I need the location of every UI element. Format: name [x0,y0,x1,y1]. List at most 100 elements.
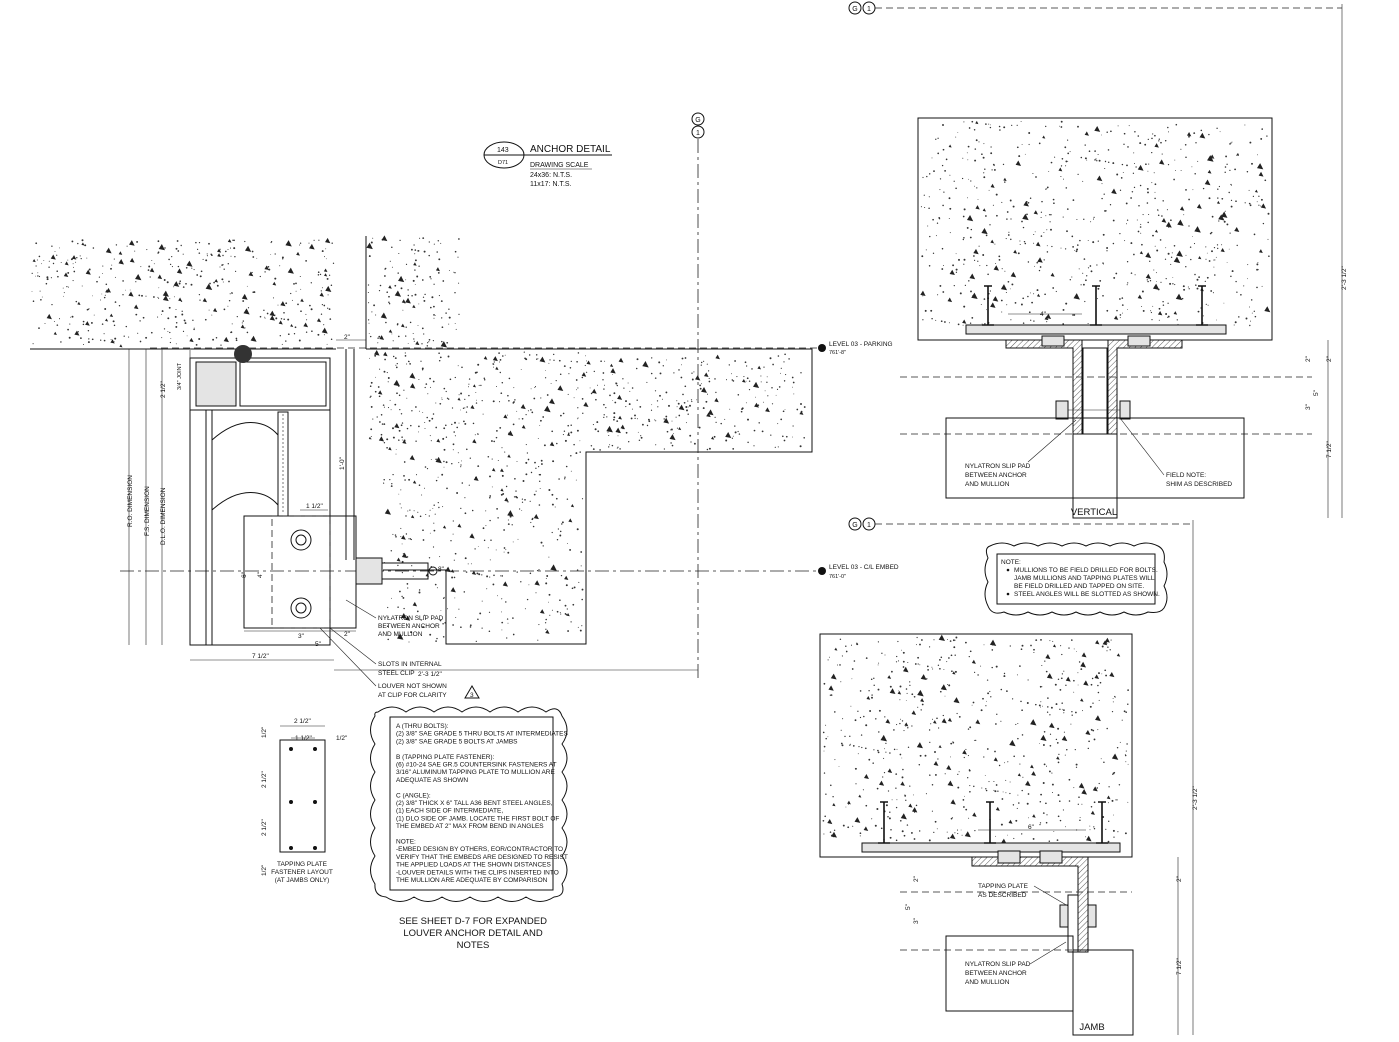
note-line: -EMBED DESIGN BY OTHERS, EOR/CONTRACTOR … [396,846,563,853]
vert-dim-total: 2'-3 1/2" [1341,266,1348,290]
note-line: (6) #10-24 SAE GR.5 COUNTERSINK FASTENER… [396,762,557,769]
vert-nylatron-3: AND MULLION [965,481,1010,488]
fl-dim-v1: 2 1/2" [261,771,268,788]
detail-title: ANCHOR DETAIL [530,144,611,155]
dim-3: 3" [298,633,305,640]
jamb-tapping-1: TAPPING PLATE [978,883,1029,890]
grid-letter: G [695,117,700,124]
dim-joint: 3/4" JOINT [177,362,183,390]
scale-24x36: 24x36: N.T.S. [530,172,572,179]
fl-caption-2: FASTENER LAYOUT [271,869,333,876]
jamb-dim-7half: 7 1/2" [1176,958,1183,975]
vert-dim-2b: 2" [1326,355,1333,362]
grid-bubble-plan: G 1 [691,112,705,139]
jamb-nylatron-1: NYLATRON SLIP PAD [965,961,1031,968]
note-line: (1) DLO SIDE OF JAMB. LOCATE THE FIRST B… [396,815,559,822]
dim-1ft: 1'-0" [339,456,346,470]
vert-field-1: FIELD NOTE: [1166,472,1206,479]
dim-2b: 2" [344,631,351,638]
field-note-box: NOTE: MULLIONS TO BE FIELD DRILLED FOR B… [984,542,1168,616]
dim-1half: 1 1/2" [306,503,323,510]
note-line: THE MULLION ARE ADEQUATE BY COMPARISON [396,877,548,884]
jamb-dim-6: 6" [1028,824,1035,831]
dim-ro: R.O. DIMENSION [127,475,134,527]
plan-labels: NYLATRON SLIP PAD BETWEEN ANCHOR AND MUL… [319,599,480,699]
jamb-dim-3: 3" [913,917,920,924]
grid-letter: G [852,6,857,13]
fl-dim-width: 2 1/2" [294,718,311,725]
note-line: (2) 3/8" THICK X 6" TALL A36 BENT STEEL … [396,800,553,807]
notes-box: A (THRU BOLTS):(2) 3/8" SAE GRADE 5 THRU… [370,706,568,902]
jamb-nylatron-2: BETWEEN ANCHOR [965,970,1027,977]
level-parking-elev: 761'-8" [829,350,846,356]
label-slots-line1: SLOTS IN INTERNAL [378,661,442,668]
note-line: VERIFY THAT THE EMBEDS ARE DESIGNED TO R… [396,854,568,861]
see-sheet-line2: LOUVER ANCHOR DETAIL AND [403,928,543,939]
note-line: A (THRU BOLTS): [396,723,449,730]
grid-bubble-top: G 1 [848,1,876,15]
scale-11x17: 11x17: N.T.S. [530,181,572,188]
revision-tag: 3 [470,692,474,699]
note-line: 3/16" ALUMINUM TAPPING PLATE TO MULLION … [396,769,556,776]
vert-dim-5: 5" [1313,389,1320,396]
concrete-slab-plan [366,348,813,645]
label-nylatron-line2: BETWEEN ANCHOR [378,623,440,630]
concrete-slab-vertical [917,117,1273,341]
vertical-caption: VERTICAL [1071,507,1117,518]
dim-dlo: D.L.O. DIMENSION [160,487,167,545]
vert-nylatron-2: BETWEEN ANCHOR [965,472,1027,479]
vert-dim-3: 3" [1305,403,1312,410]
dim-2half: 2 1/2" [160,381,167,398]
fl-dim-half-t: 1/2" [261,726,268,738]
dim-fs: F.S. DIMENSION [144,486,151,536]
fl-caption-3: (AT JAMBS ONLY) [275,877,330,884]
grid-number: 1 [696,130,700,137]
level-embed-label: LEVEL 03 - C/L EMBED [829,564,899,571]
label-nylatron-line3: AND MULLION [378,631,423,638]
jamb-tapping-2: AS DESCRIBED [978,892,1027,899]
note-line [396,785,398,792]
note-line: THE APPLIED LOADS AT THE SHOWN DISTANCES [396,862,551,869]
jamb-section: 6" 2'-3 1/2" 2" 2" 3" 5" 7 1/2" TAPPING … [820,786,1199,1036]
jamb-dim-total: 2'-3 1/2" [1192,786,1199,810]
level-embed: LEVEL 03 - C/L EMBED 761'-0" [120,564,899,580]
jamb-dim-2a: 2" [913,875,920,882]
vertical-section: 4" 2'-3 1/2" 2" 2" 3" 5" 7 1/2" NYLATRON… [900,266,1348,519]
jamb-dim-2b: 2" [1176,875,1183,882]
fl-dim-half-b: 1/2" [261,864,268,876]
dim-8: 8" [438,566,445,573]
see-sheet-line3: NOTES [457,940,490,951]
grid-bubble-jamb: G 1 [848,517,876,531]
field-note-heading: NOTE: [1001,559,1021,566]
vert-dim-7half: 7 1/2" [1326,441,1333,458]
bullet-dot [1006,568,1010,572]
label-louver-line2: AT CLIP FOR CLARITY [378,692,447,699]
vert-dim-2a: 2" [1305,355,1312,362]
level-embed-elev: 761'-0" [829,574,846,580]
field-note-bullet: STEEL ANGLES WILL BE SLOTTED AS SHOWN. [1014,591,1160,598]
note-line: C (ANGLE): [396,792,431,799]
field-note-bullet: JAMB MULLIONS AND TAPPING PLATES WILL [1014,575,1155,582]
grid-number: 1 [867,6,871,13]
dim-total: 2'-3 1/2" [418,671,442,678]
note-line: NOTE: [396,839,416,846]
level-parking: LEVEL 03 - PARKING 761'-8" [150,341,893,356]
note-line: THE EMBED AT 2" MAX FROM BEND IN ANGLES [396,823,544,830]
fl-dim-half-r: 1/2" [336,735,348,742]
label-nylatron-line1: NYLATRON SLIP PAD [378,615,444,622]
see-sheet-line1: SEE SHEET D-7 FOR EXPANDED [399,916,547,927]
note-line [396,746,398,753]
plan-mullion [189,345,438,646]
note-line [396,831,398,838]
detail-number: 143 [497,147,509,154]
plan-dimensions: R.O. DIMENSION F.S. DIMENSION D.L.O. DIM… [127,334,698,678]
bullet-dot [1006,592,1010,596]
grid-number: 1 [867,522,871,529]
dim-5: 5" [315,641,322,648]
dim-2in: 2" [344,334,351,341]
scale-label: DRAWING SCALE [530,162,589,169]
grid-letter: G [852,522,857,529]
fl-caption-1: TAPPING PLATE [277,861,328,868]
